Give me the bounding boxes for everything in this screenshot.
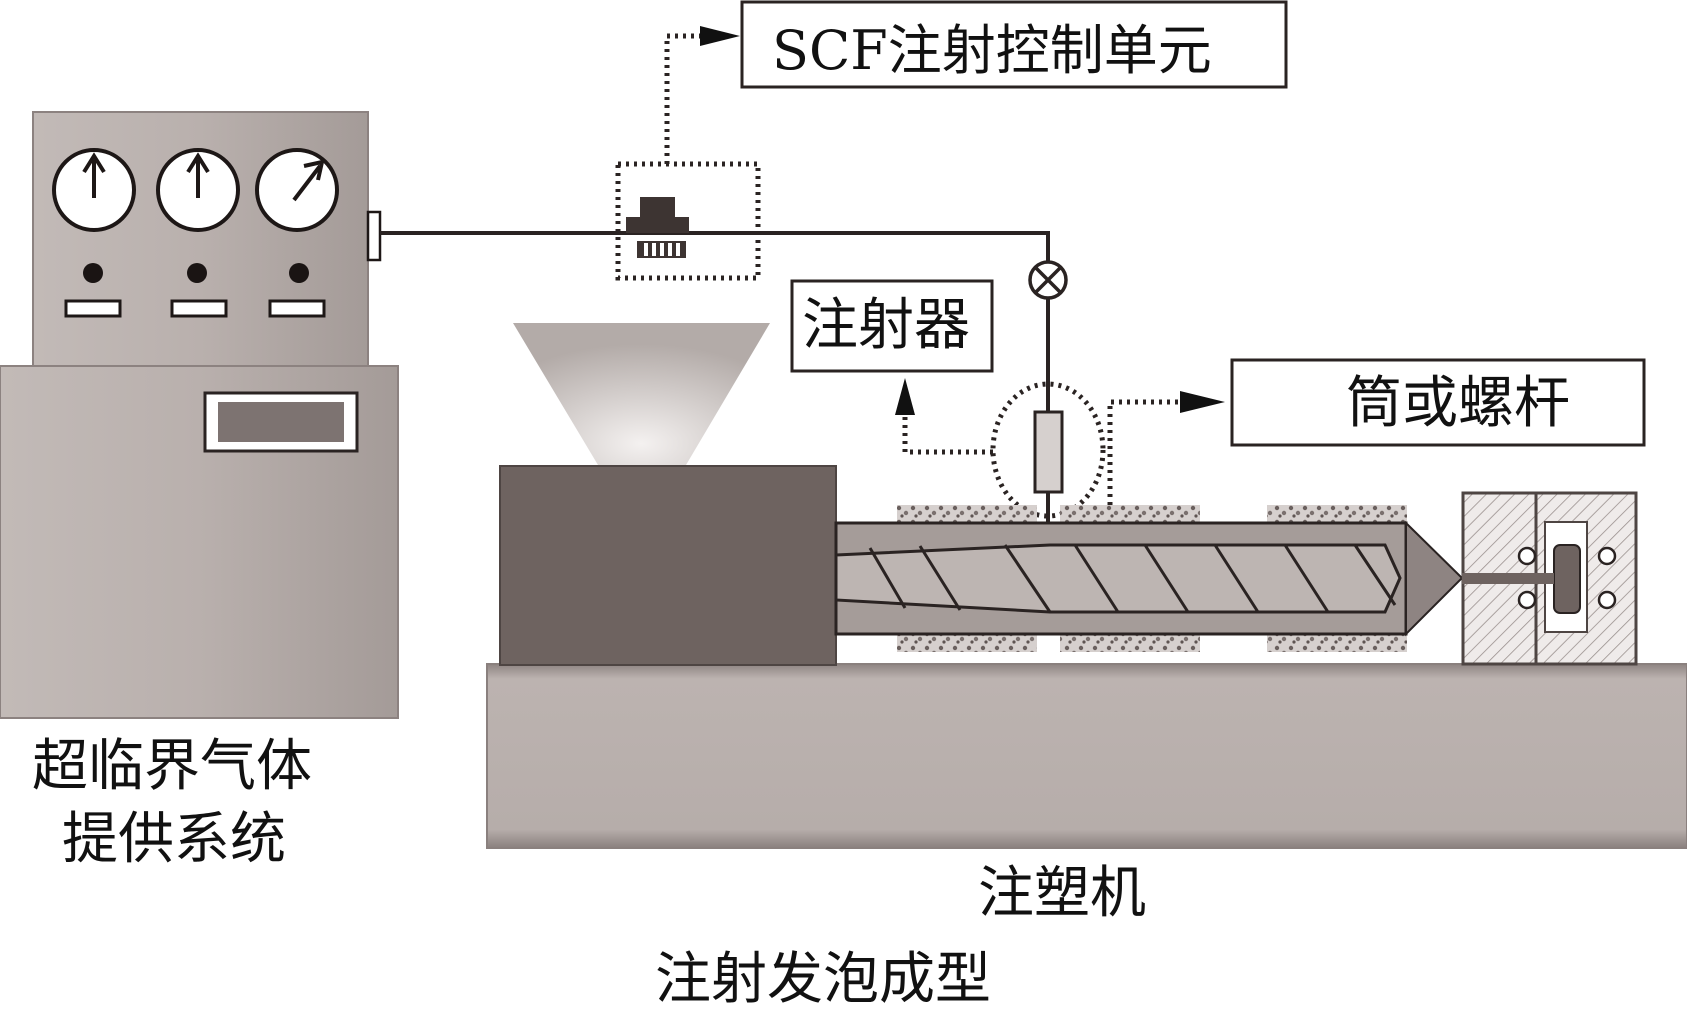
gauge-2 bbox=[156, 148, 240, 232]
machine-base bbox=[486, 663, 1687, 849]
indicator-light-2 bbox=[187, 263, 207, 283]
indicator-light-1 bbox=[83, 263, 103, 283]
injector-highlight bbox=[990, 381, 1106, 519]
scf-control-unit-device bbox=[615, 161, 761, 281]
gas-supply-system bbox=[0, 111, 399, 719]
injector-leader bbox=[895, 378, 993, 455]
gas-supply-caption-line1: 超临界气体 bbox=[32, 734, 312, 799]
scf-control-unit-highlight bbox=[615, 161, 761, 281]
gauge-3 bbox=[255, 148, 339, 232]
control-slot-3 bbox=[268, 299, 326, 318]
cabinet-display-screen bbox=[218, 402, 344, 442]
diagram-title: 注射发泡成型 bbox=[655, 947, 991, 1009]
nozzle bbox=[1405, 520, 1464, 637]
heater-bands bbox=[897, 505, 1407, 652]
mold bbox=[1461, 491, 1638, 666]
scf-label-box bbox=[740, 0, 1288, 89]
indicator-light-3 bbox=[289, 263, 309, 283]
control-slot-2 bbox=[170, 299, 228, 318]
injector bbox=[1033, 410, 1064, 494]
mold-cavity-part bbox=[1553, 544, 1581, 614]
valve-icon bbox=[1028, 260, 1068, 300]
barrel-label-box bbox=[1230, 358, 1646, 447]
barrel-leader bbox=[1107, 391, 1225, 505]
hopper bbox=[513, 323, 770, 465]
injector-label: 注射器 bbox=[802, 293, 970, 358]
gas-line bbox=[380, 231, 1050, 522]
injection-machine-caption: 注塑机 bbox=[978, 861, 1146, 926]
scf-control-unit-label: SCF注射控制单元 bbox=[772, 19, 1212, 82]
drive-unit bbox=[499, 465, 837, 666]
gauge-1 bbox=[52, 148, 136, 232]
sprue bbox=[1462, 573, 1554, 584]
scf-leader bbox=[664, 26, 740, 164]
screw bbox=[834, 543, 1402, 614]
gas-outlet-connector bbox=[366, 210, 382, 262]
barrel-or-screw-label: 筒或螺杆 bbox=[1346, 371, 1570, 436]
injector-label-box bbox=[790, 279, 994, 373]
control-slot-1 bbox=[64, 299, 122, 318]
gas-supply-caption-line2: 提供系统 bbox=[62, 807, 286, 872]
